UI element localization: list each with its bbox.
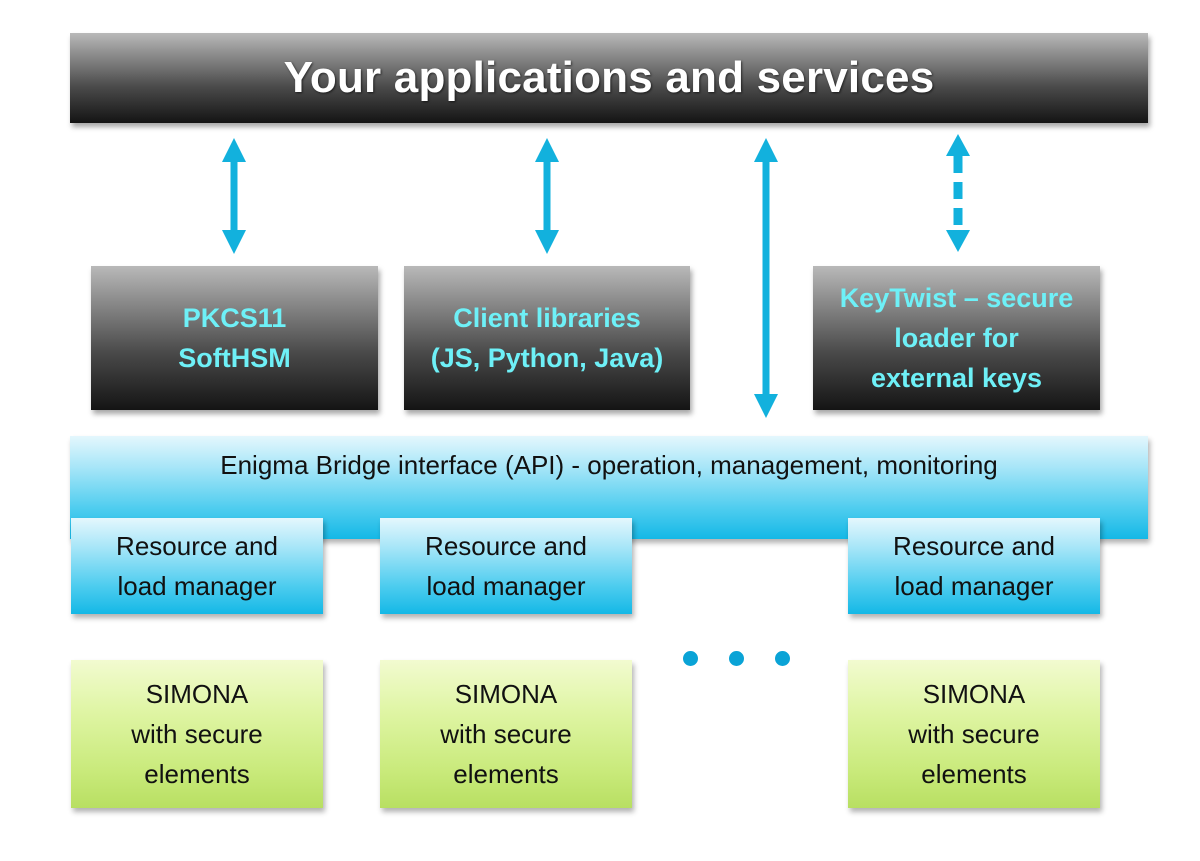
simona-label: SIMONA with secure elements xyxy=(440,679,572,789)
ellipsis-dot-2 xyxy=(729,651,744,666)
resource-load-manager-1: Resource and load manager xyxy=(71,518,323,614)
resource-load-manager-3: Resource and load manager xyxy=(848,518,1100,614)
pkcs11-softhsm-box: PKCS11 SoftHSM xyxy=(91,266,378,410)
keytwist-label: KeyTwist – secure loader for external ke… xyxy=(839,283,1074,393)
resource-load-manager-label: Resource and load manager xyxy=(893,531,1055,601)
applications-services-label: Your applications and services xyxy=(283,53,935,102)
simona-box-3: SIMONA with secure elements xyxy=(848,660,1100,808)
arrow-to-client-libraries xyxy=(535,138,559,254)
client-libraries-box: Client libraries (JS, Python, Java) xyxy=(404,266,690,410)
arrow-to-pkcs11 xyxy=(222,138,246,254)
applications-services-bar: Your applications and services xyxy=(70,33,1148,123)
resource-load-manager-label: Resource and load manager xyxy=(116,531,278,601)
ellipsis-dot-1 xyxy=(683,651,698,666)
resource-load-manager-label: Resource and load manager xyxy=(425,531,587,601)
simona-box-1: SIMONA with secure elements xyxy=(71,660,323,808)
arrow-to-api xyxy=(754,138,778,418)
resource-load-manager-2: Resource and load manager xyxy=(380,518,632,614)
simona-label: SIMONA with secure elements xyxy=(908,679,1040,789)
dashed-arrow-to-keytwist xyxy=(946,134,970,252)
keytwist-box: KeyTwist – secure loader for external ke… xyxy=(813,266,1100,410)
simona-label: SIMONA with secure elements xyxy=(131,679,263,789)
simona-box-2: SIMONA with secure elements xyxy=(380,660,632,808)
client-libraries-label: Client libraries (JS, Python, Java) xyxy=(430,303,664,373)
ellipsis-dot-3 xyxy=(775,651,790,666)
enigma-bridge-api-label: Enigma Bridge interface (API) - operatio… xyxy=(220,450,998,480)
pkcs11-softhsm-label: PKCS11 SoftHSM xyxy=(178,303,291,373)
